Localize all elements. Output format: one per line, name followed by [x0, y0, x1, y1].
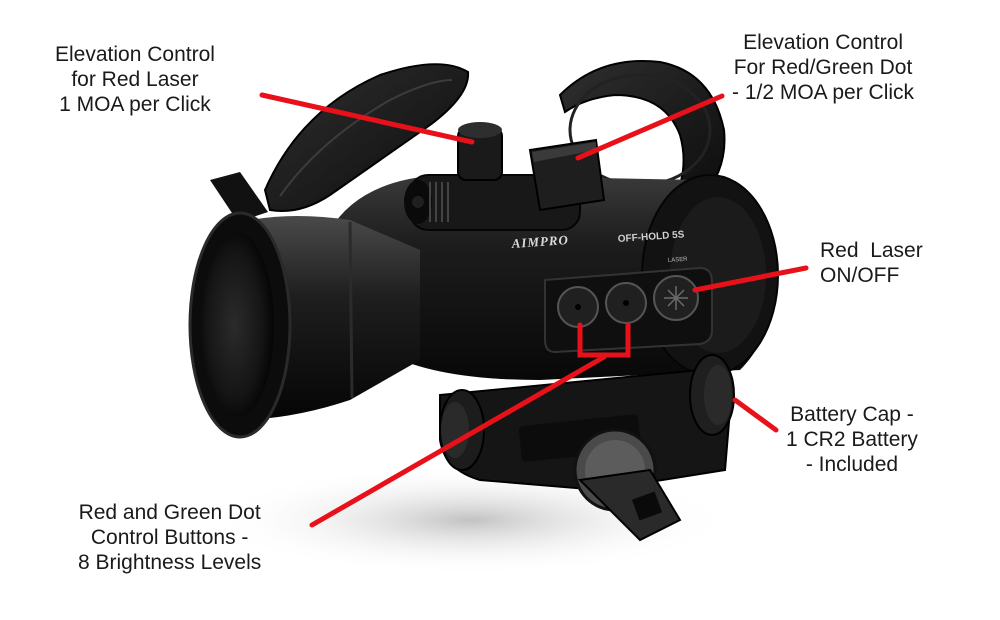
callout-line: Control Buttons -	[90, 526, 249, 549]
callout-line: Elevation Control	[743, 31, 903, 54]
objective-lens	[202, 233, 274, 417]
callout-control-buttons: Red and Green Dot Control Buttons - 8 Br…	[78, 500, 261, 575]
front-flip-cap	[210, 63, 470, 222]
dot-elevation-turret	[528, 138, 606, 212]
callout-line: for Red Laser	[71, 68, 199, 91]
pointer-elevation-laser	[259, 92, 475, 145]
callout-elevation-dot: Elevation Control For Red/Green Dot - 1/…	[732, 30, 914, 105]
callout-line: Red Laser	[820, 239, 923, 262]
pointer-battery	[732, 397, 779, 433]
callout-line: Battery Cap -	[790, 403, 914, 426]
callout-line: For Red/Green Dot	[733, 56, 913, 79]
callout-battery: Battery Cap - 1 CR2 Battery - Included	[786, 402, 918, 477]
model-marking: OFF-HOLD 5S	[617, 229, 685, 245]
mount-knob	[573, 428, 682, 542]
callout-laser-onoff: Red Laser ON/OFF	[820, 238, 923, 288]
callout-line: Red and Green Dot	[78, 501, 261, 524]
callout-elevation-laser: Elevation Control for Red Laser 1 MOA pe…	[55, 42, 215, 117]
callout-line: ON/OFF	[820, 264, 900, 287]
callout-line: 1 CR2 Battery	[786, 428, 918, 451]
pointer-buttons	[309, 354, 607, 528]
pointer-elevation-dot	[575, 93, 725, 161]
laser-onoff-button[interactable]	[653, 275, 699, 321]
callout-line: - 1/2 MOA per Click	[732, 81, 915, 104]
dot-up-button[interactable]	[605, 282, 647, 324]
objective-tube	[188, 211, 420, 439]
callout-line: Elevation Control	[55, 43, 215, 66]
laser-elevation-turret	[457, 122, 503, 181]
pointer-laser-onoff	[692, 265, 809, 293]
battery-cap	[689, 354, 735, 436]
dot-down-button[interactable]	[557, 286, 599, 328]
laser-label-marking: LASER	[668, 257, 689, 264]
callout-line: - Included	[805, 453, 899, 476]
callout-line: 1 MOA per Click	[59, 93, 211, 116]
pointer-lines	[259, 92, 809, 528]
brand-marking: AIMPRO	[510, 232, 569, 251]
callout-line: 8 Brightness Levels	[78, 551, 262, 574]
